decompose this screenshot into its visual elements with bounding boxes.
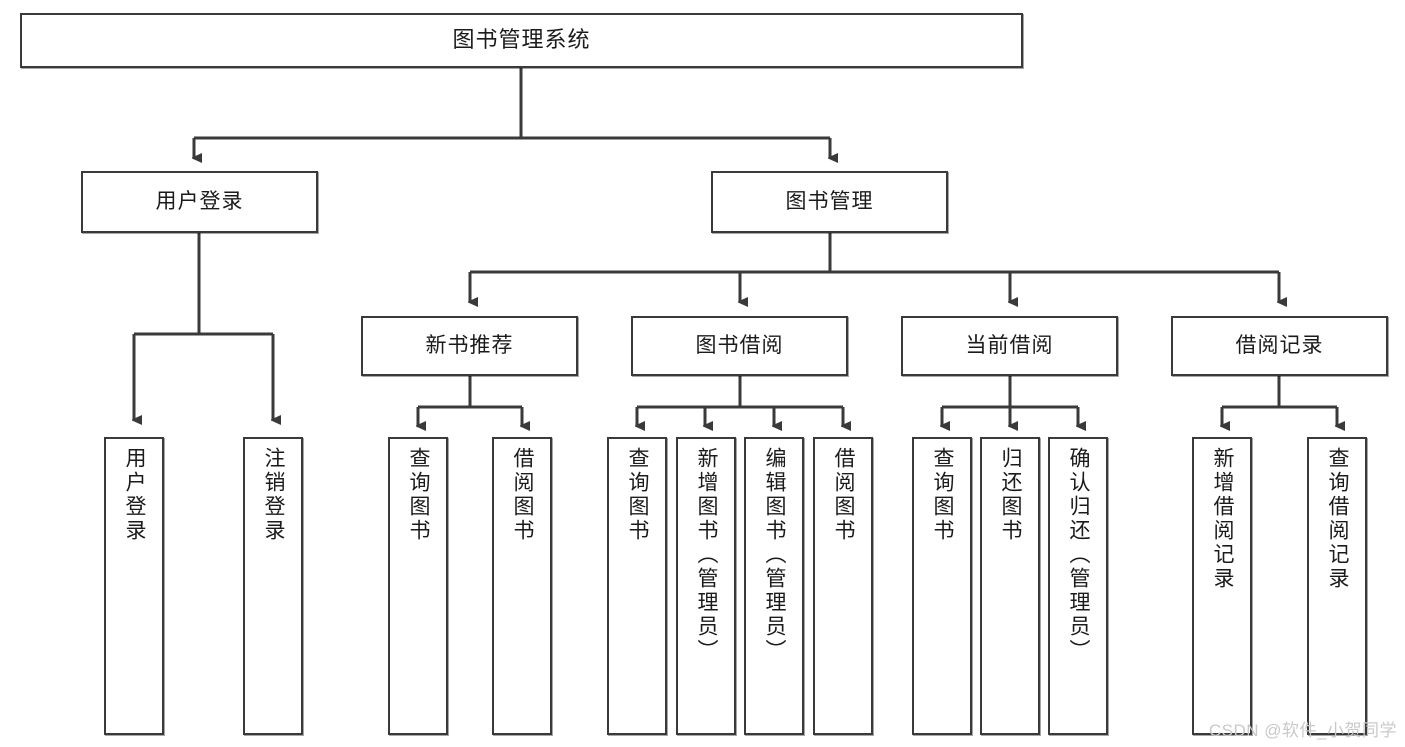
node-book-borrow[interactable]: 图书借阅 bbox=[631, 316, 848, 376]
leaf-add-book-admin[interactable]: 新增图书（管理员） bbox=[676, 437, 736, 735]
node-label: 借阅图书 bbox=[511, 447, 535, 543]
node-label: 当前借阅 bbox=[965, 334, 1054, 358]
node-label: 编辑图书（管理员） bbox=[763, 447, 787, 663]
node-label: 用户登录 bbox=[155, 190, 244, 214]
node-label: 图书借阅 bbox=[695, 334, 784, 358]
leaf-borrow-book[interactable]: 借阅图书 bbox=[813, 437, 873, 735]
node-label: 用户登录 bbox=[123, 447, 147, 543]
leaf-query-book-current[interactable]: 查询图书 bbox=[912, 437, 972, 735]
leaf-add-borrow-record[interactable]: 新增借阅记录 bbox=[1192, 437, 1252, 735]
leaf-user-login[interactable]: 用户登录 bbox=[104, 437, 164, 735]
leaf-edit-book-admin[interactable]: 编辑图书（管理员） bbox=[744, 437, 804, 735]
node-book-management[interactable]: 图书管理 bbox=[711, 171, 948, 233]
node-root-system[interactable]: 图书管理系统 bbox=[20, 13, 1023, 68]
node-label: 借阅图书 bbox=[832, 447, 856, 543]
watermark: CSDN @软件_小贺同学 bbox=[1208, 721, 1397, 740]
node-label: 查询图书 bbox=[407, 447, 431, 543]
node-label: 新书推荐 bbox=[425, 334, 514, 358]
node-label: 新增图书（管理员） bbox=[695, 447, 719, 663]
leaf-query-borrow-record[interactable]: 查询借阅记录 bbox=[1307, 437, 1367, 735]
node-borrow-record[interactable]: 借阅记录 bbox=[1171, 316, 1388, 376]
node-label: 确认归还（管理员） bbox=[1067, 447, 1091, 663]
leaf-confirm-return-admin[interactable]: 确认归还（管理员） bbox=[1048, 437, 1108, 735]
node-label: 查询图书 bbox=[931, 447, 955, 543]
node-label: 归还图书 bbox=[999, 447, 1023, 543]
node-label: 查询图书 bbox=[626, 447, 650, 543]
leaf-query-book-recommend[interactable]: 查询图书 bbox=[388, 437, 448, 735]
node-label: 注销登录 bbox=[262, 447, 286, 543]
node-label: 借阅记录 bbox=[1235, 334, 1324, 358]
leaf-query-book-borrow[interactable]: 查询图书 bbox=[607, 437, 667, 735]
leaf-logout[interactable]: 注销登录 bbox=[243, 437, 303, 735]
node-user-login[interactable]: 用户登录 bbox=[81, 171, 318, 233]
node-label: 新增借阅记录 bbox=[1211, 447, 1235, 591]
leaf-return-book[interactable]: 归还图书 bbox=[980, 437, 1040, 735]
leaf-borrow-book-recommend[interactable]: 借阅图书 bbox=[492, 437, 552, 735]
node-label: 图书管理 bbox=[785, 190, 874, 214]
node-label: 图书管理系统 bbox=[452, 27, 591, 53]
node-current-borrow[interactable]: 当前借阅 bbox=[901, 316, 1118, 376]
node-label: 查询借阅记录 bbox=[1326, 447, 1350, 591]
node-new-book-recommend[interactable]: 新书推荐 bbox=[361, 316, 578, 376]
